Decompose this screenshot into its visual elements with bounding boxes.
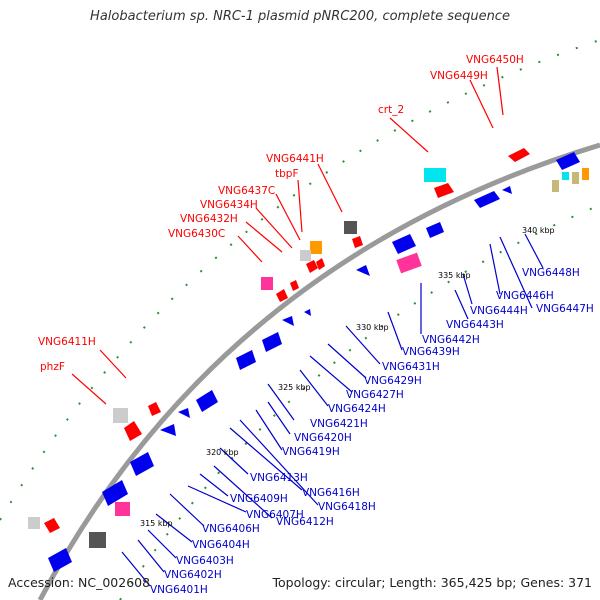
gene-label-bottom[interactable]: VNG6448H [522, 267, 580, 279]
feature-gray-left[interactable] [28, 517, 40, 529]
gene-label-bottom[interactable]: VNG6416H [302, 487, 360, 499]
feature-gray-dark-left[interactable] [89, 532, 106, 548]
feature-crt2[interactable] [424, 168, 446, 182]
feature-blue-h[interactable] [262, 332, 282, 352]
feature-blue-f[interactable] [282, 316, 294, 326]
feature-blue-n[interactable] [102, 480, 128, 506]
top-leader-lines [71, 66, 504, 405]
gene-label-bottom[interactable]: VNG6427H [346, 389, 404, 401]
gene-label-bottom[interactable]: VNG6402H [164, 569, 222, 581]
feature-blue-g[interactable] [304, 309, 311, 316]
gene-label-top[interactable]: VNG6437C [218, 185, 275, 197]
tick-label: 330 kbp [356, 323, 389, 332]
summary-text: Topology: circular; Length: 365,425 bp; … [272, 575, 593, 590]
bottom-strand-features [48, 152, 589, 572]
gene-label-bottom[interactable]: VNG6439H [402, 346, 460, 358]
feature-cyan-b[interactable] [562, 172, 569, 180]
gene-label-top[interactable]: VNG6449H [430, 70, 488, 82]
top-strand-features [28, 148, 530, 533]
gene-label-bottom[interactable]: VNG6413H [250, 472, 308, 484]
feature-red-b[interactable] [352, 236, 363, 248]
backbone-arc [37, 142, 600, 600]
gene-label-top[interactable]: VNG6430C [168, 228, 225, 240]
gene-label-top[interactable]: VNG6450H [466, 54, 524, 66]
top-gene-labels: VNG6450H VNG6449H crt_2 VNG6441H tbpF VN… [38, 54, 524, 373]
tick-label: 315 kbp [140, 519, 173, 528]
gene-label-bottom[interactable]: VNG6406H [202, 523, 260, 535]
feature-magenta-left[interactable] [115, 502, 130, 516]
feature-blue-a[interactable] [474, 191, 500, 208]
gene-label-top[interactable]: phzF [40, 361, 65, 373]
feature-tan-a[interactable] [552, 180, 559, 192]
gene-label-bottom[interactable]: VNG6418H [318, 501, 376, 513]
bottom-gene-labels: VNG6448H VNG6447H VNG6446H VNG6444H VNG6… [150, 267, 594, 596]
gene-label-bottom[interactable]: VNG6401H [150, 584, 208, 596]
feature-tan-b[interactable] [572, 172, 579, 184]
feature-vng6450h[interactable] [508, 148, 530, 162]
feature-blue-i[interactable] [236, 350, 256, 370]
feature-blue-e[interactable] [356, 265, 370, 276]
feature-blue-c[interactable] [426, 222, 444, 238]
feature-blue-l[interactable] [160, 424, 176, 436]
feature-blue-b[interactable] [502, 186, 512, 194]
feature-gray-6437[interactable] [300, 250, 311, 261]
gene-label-bottom[interactable]: VNG6407H [246, 509, 304, 521]
feature-blue-d[interactable] [392, 234, 416, 254]
gene-label-bottom[interactable]: VNG6431H [382, 361, 440, 373]
gene-label-bottom[interactable]: VNG6447H [536, 303, 594, 315]
gene-label-bottom[interactable]: VNG6409H [230, 493, 288, 505]
feature-red-d[interactable] [316, 258, 325, 270]
gene-label-top[interactable]: crt_2 [378, 104, 404, 116]
gene-label-bottom[interactable]: VNG6412H [276, 516, 334, 528]
feature-magenta-6430[interactable] [261, 277, 273, 290]
inner-dotted-ring [119, 204, 600, 600]
feature-orange-b[interactable] [582, 168, 589, 180]
gene-label-bottom[interactable]: VNG6424H [328, 403, 386, 415]
gene-label-bottom[interactable]: VNG6420H [294, 432, 352, 444]
feature-blue-right[interactable] [556, 152, 580, 170]
feature-blue-k[interactable] [178, 408, 190, 418]
gene-label-bottom[interactable]: VNG6429H [364, 375, 422, 387]
gene-label-bottom[interactable]: VNG6404H [192, 539, 250, 551]
gene-label-top[interactable]: VNG6411H [38, 336, 96, 348]
accession-text: Accession: NC_002608 [8, 575, 151, 590]
gene-label-top[interactable]: tbpF [275, 168, 299, 180]
gene-label-bottom[interactable]: VNG6446H [496, 290, 554, 302]
feature-blue-j[interactable] [196, 390, 218, 412]
feature-red-g[interactable] [148, 402, 161, 416]
feature-red-phzf[interactable] [124, 421, 142, 441]
kbp-ticks: 315 kbp 320 kbp 325 kbp 330 kbp 335 kbp … [140, 226, 555, 528]
feature-gray-6441[interactable] [344, 221, 357, 234]
gene-label-bottom[interactable]: VNG6443H [446, 319, 504, 331]
tick-label: 335 kbp [438, 271, 471, 280]
feature-blue-o[interactable] [48, 548, 72, 572]
feature-magenta-6442[interactable] [396, 252, 422, 274]
feature-orange-tbpf[interactable] [310, 241, 322, 254]
feature-blue-m[interactable] [130, 452, 154, 476]
bottom-leader-lines [121, 233, 544, 587]
feature-red-f[interactable] [290, 280, 299, 291]
feature-red-e[interactable] [276, 289, 288, 302]
map-title: Halobacterium sp. NRC-1 plasmid pNRC200,… [90, 9, 510, 24]
gene-label-bottom[interactable]: VNG6421H [310, 418, 368, 430]
tick-label: 325 kbp [278, 383, 311, 392]
gene-label-bottom[interactable]: VNG6442H [422, 334, 480, 346]
tick-label: 340 kbp [522, 226, 555, 235]
feature-red-a[interactable] [434, 183, 454, 198]
gene-label-bottom[interactable]: VNG6403H [176, 555, 234, 567]
gene-label-top[interactable]: VNG6432H [180, 213, 238, 225]
gene-label-top[interactable]: VNG6441H [266, 153, 324, 165]
gene-label-bottom[interactable]: VNG6419H [282, 446, 340, 458]
feature-red-left[interactable] [44, 518, 60, 533]
feature-gray-6411[interactable] [113, 408, 128, 423]
tick-label: 320 kbp [206, 448, 239, 457]
gene-label-bottom[interactable]: VNG6444H [470, 305, 528, 317]
feature-red-c[interactable] [306, 260, 318, 273]
gene-label-top[interactable]: VNG6434H [200, 199, 258, 211]
